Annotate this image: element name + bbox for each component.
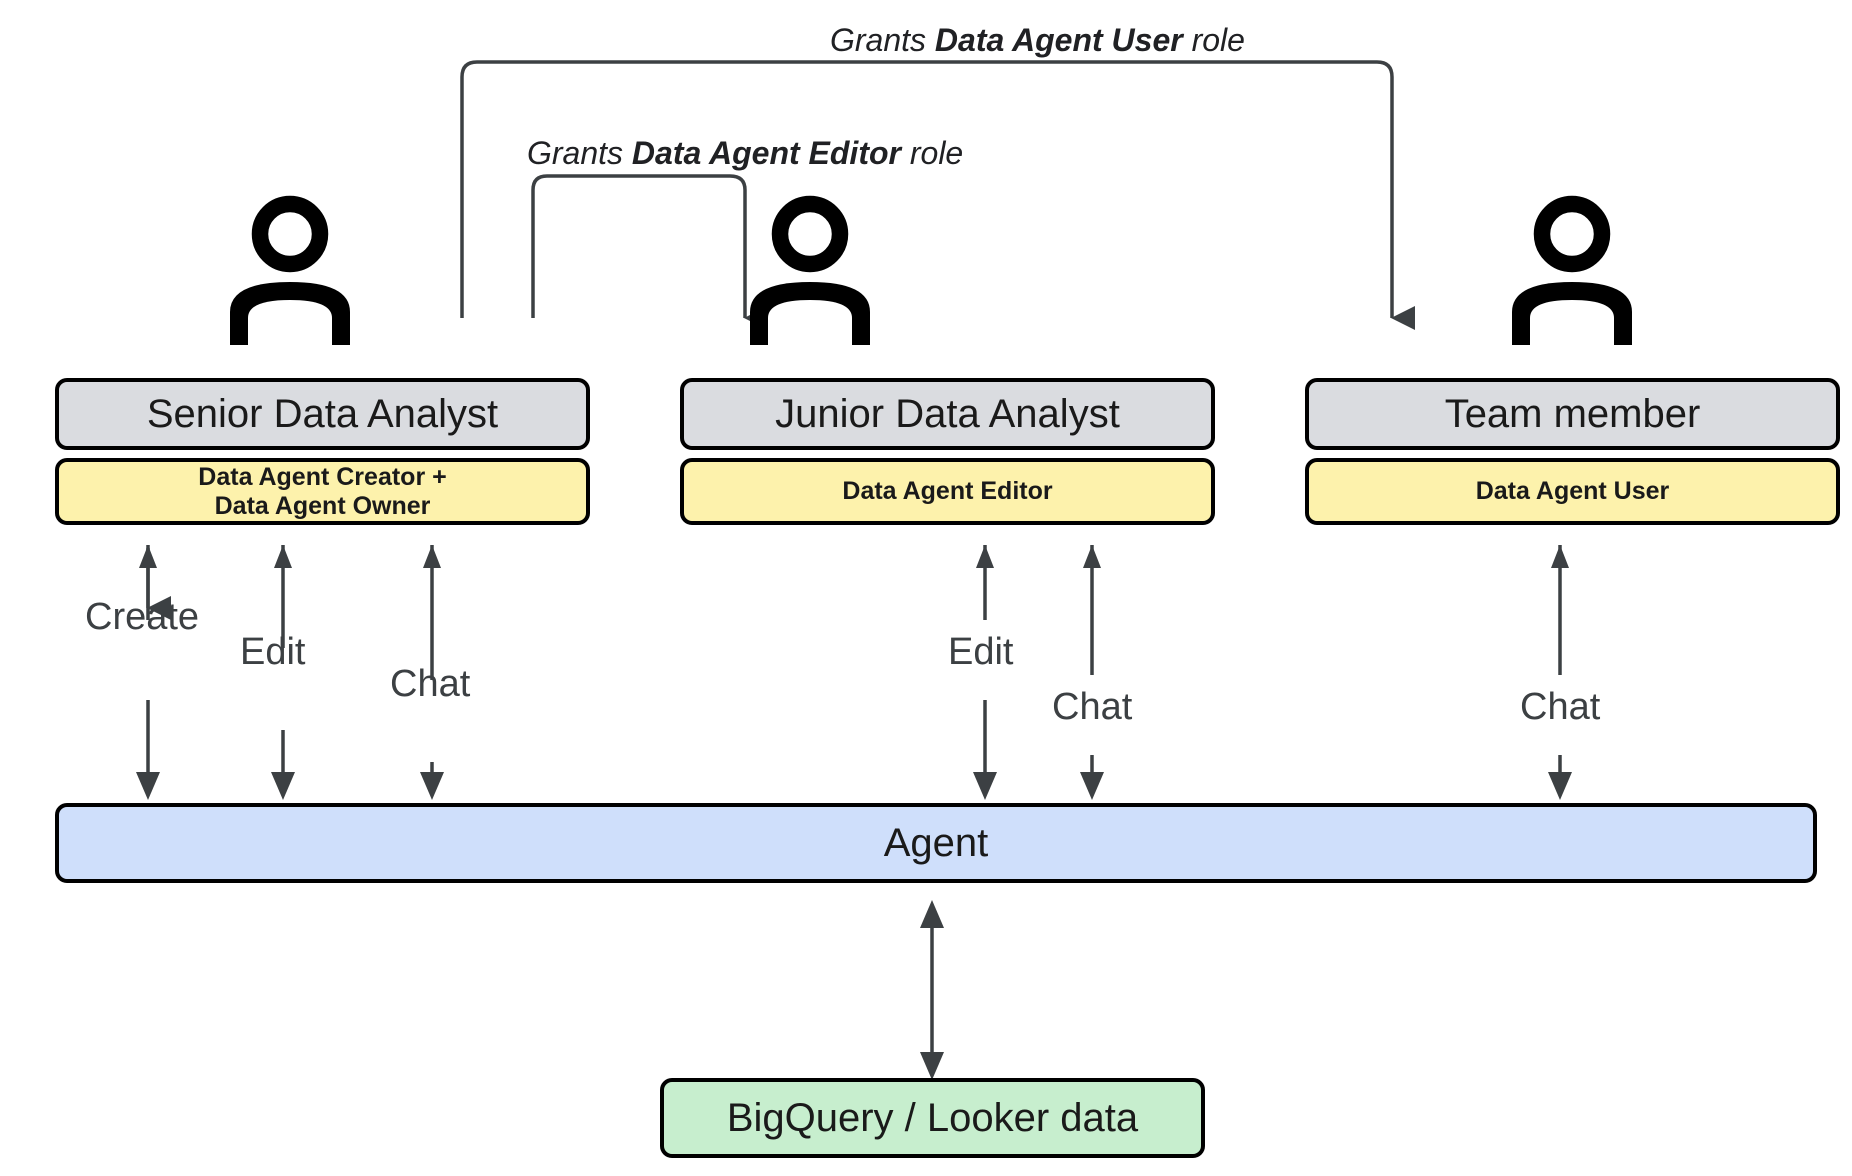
- grant-role: Data Agent Editor: [631, 135, 901, 171]
- edge-label-senior-create: Create: [85, 596, 200, 638]
- persona-title-label: Senior Data Analyst: [146, 391, 499, 436]
- datasource-box[interactable]: BigQuery / Looker data: [660, 1078, 1205, 1158]
- grant-label-data-agent-editor: Grants Data Agent Editor role: [527, 137, 963, 169]
- persona-badge-line2: Data Agent Owner: [214, 491, 431, 520]
- grant-suffix: role: [900, 135, 964, 171]
- edge-label-senior-chat: Chat: [390, 663, 471, 705]
- persona-title-team-member[interactable]: Team member: [1305, 378, 1840, 450]
- persona-title-senior-data-analyst[interactable]: Senior Data Analyst: [55, 378, 590, 450]
- persona-badge-junior-data-analyst[interactable]: Data Agent Editor: [680, 458, 1215, 525]
- persona-badge-line1: Data Agent Editor: [842, 477, 1053, 505]
- edge-agent-datasource: [920, 900, 944, 1080]
- person-icon: [750, 195, 870, 345]
- persona-badge-line1: Data Agent Creator +: [198, 462, 447, 491]
- grant-prefix: Grants: [527, 135, 632, 171]
- edge-grant-data-agent-editor: [531, 174, 768, 330]
- edge-junior-chat: [1080, 545, 1104, 800]
- edge-label-team-chat: Chat: [1520, 686, 1601, 728]
- grant-prefix: Grants: [830, 22, 935, 58]
- edge-label-junior-chat: Chat: [1052, 686, 1133, 728]
- agent-bar[interactable]: Agent: [55, 803, 1817, 883]
- edge-label-senior-edit: Edit: [240, 631, 306, 673]
- persona-title-junior-data-analyst[interactable]: Junior Data Analyst: [680, 378, 1215, 450]
- edge-label-junior-edit: Edit: [948, 631, 1014, 673]
- edge-senior-create: [136, 545, 171, 800]
- persona-badge-line1: Data Agent User: [1475, 477, 1670, 505]
- person-icon: [1512, 195, 1632, 345]
- edge-grant-data-agent-user: [460, 60, 1415, 330]
- grant-suffix: role: [1182, 22, 1245, 58]
- datasource-label: BigQuery / Looker data: [726, 1095, 1139, 1140]
- persona-title-label: Team member: [1444, 391, 1701, 436]
- person-icon: [230, 195, 350, 345]
- grant-role: Data Agent User: [934, 22, 1183, 58]
- persona-badge-senior-data-analyst[interactable]: Data Agent Creator + Data Agent Owner: [55, 458, 590, 525]
- grant-label-data-agent-user: Grants Data Agent User role: [830, 24, 1245, 56]
- agent-label: Agent: [883, 820, 989, 865]
- persona-badge-team-member[interactable]: Data Agent User: [1305, 458, 1840, 525]
- edge-team-chat: [1548, 545, 1572, 800]
- persona-title-label: Junior Data Analyst: [775, 391, 1120, 436]
